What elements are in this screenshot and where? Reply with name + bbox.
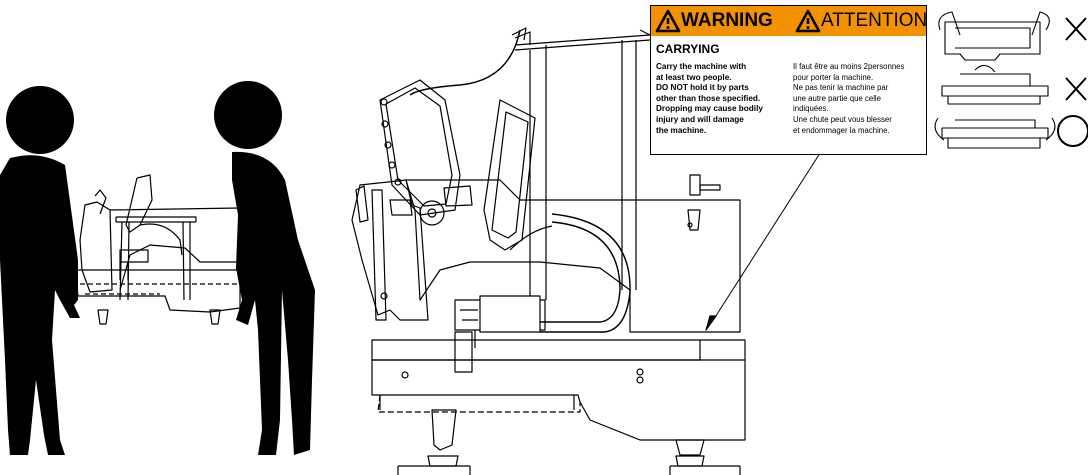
incorrect-hold-icon — [941, 64, 1087, 105]
french-line: indiquées. — [793, 104, 829, 114]
english-line: the machine. — [656, 125, 707, 135]
handling-icons — [934, 11, 1088, 149]
warning-word: WARNING — [681, 10, 773, 31]
french-line: pour porter la machine. — [793, 72, 874, 82]
attention-triangle-icon — [795, 9, 821, 33]
english-instructions: Carry the machine with at least two peop… — [656, 62, 788, 136]
french-line: Une chute peut vous blesser — [793, 114, 892, 124]
english-line: DO NOT hold it by parts — [656, 83, 749, 93]
right-person-silhouette — [214, 81, 315, 455]
french-line: et endommager la machine. — [793, 125, 890, 135]
english-line: at least two people. — [656, 72, 732, 82]
left-person-silhouette — [0, 86, 80, 455]
warning-label: WARNING ATTENTION CARRYING Carry the mac… — [650, 5, 927, 155]
incorrect-hold-icon — [938, 11, 1087, 61]
english-line: injury and will damage — [656, 114, 744, 124]
warning-triangle-icon — [655, 9, 681, 33]
french-line: Il faut être au moins 2personnes — [793, 62, 905, 71]
small-machine-drawing — [74, 174, 241, 325]
english-line: other than those specified. — [656, 93, 761, 103]
large-machine-drawing — [351, 27, 839, 475]
label-heading: CARRYING — [656, 42, 720, 56]
english-line: Dropping may cause bodily — [656, 104, 763, 114]
attention-word: ATTENTION — [821, 10, 927, 31]
correct-hold-icon — [934, 115, 1088, 149]
english-line: Carry the machine with — [656, 62, 747, 71]
warning-banner: WARNING ATTENTION — [651, 6, 926, 36]
french-line: une autre partie que celle — [793, 93, 881, 103]
french-instructions: Il faut être au moins 2personnes pour po… — [793, 62, 925, 136]
french-line: Ne pas tenir la machine par — [793, 83, 889, 93]
